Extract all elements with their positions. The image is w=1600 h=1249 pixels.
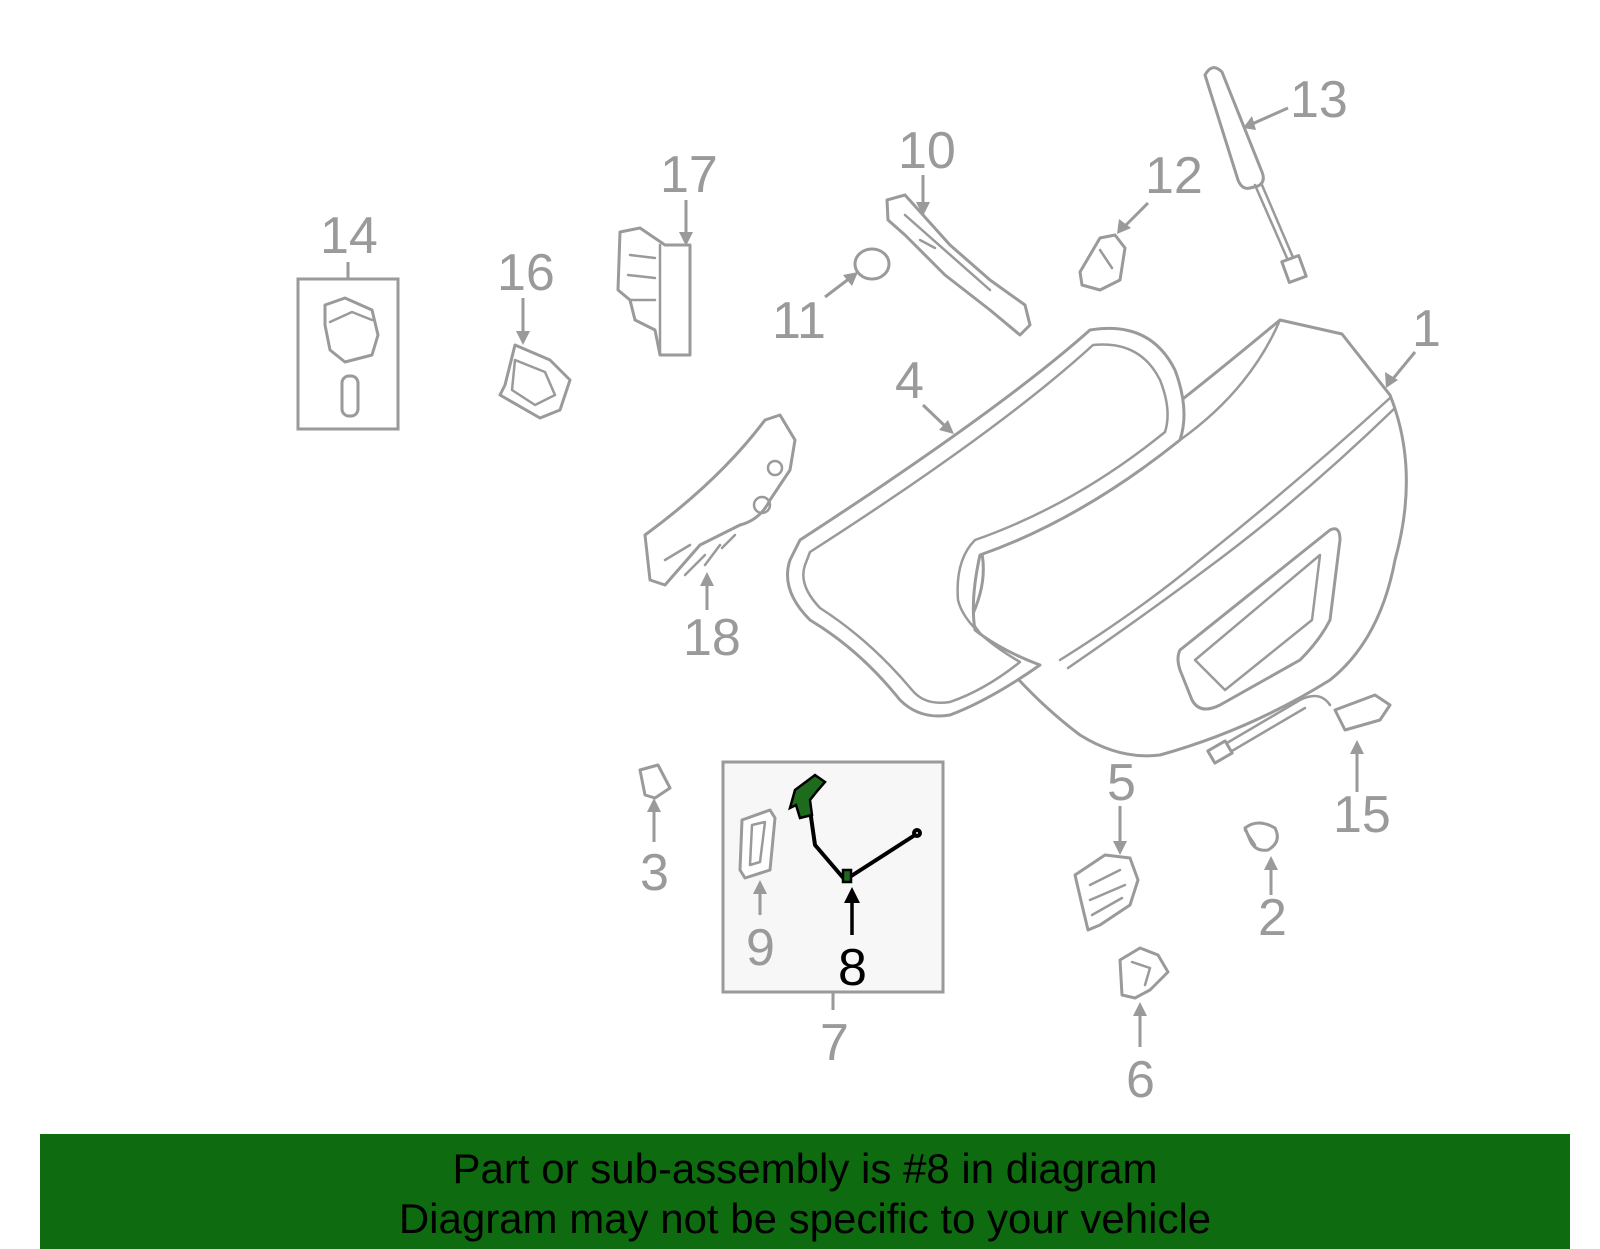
- leader-8-highlighted: [844, 887, 860, 935]
- callout-6: 6: [1126, 1051, 1155, 1109]
- callout-4: 4: [895, 352, 924, 410]
- callout-11: 11: [772, 292, 826, 350]
- part-16-bracket[interactable]: [498, 343, 572, 420]
- callout-18: 18: [683, 609, 741, 667]
- callout-3: 3: [640, 844, 669, 902]
- part-4-inner-panel[interactable]: [786, 326, 1186, 718]
- part-8-release-cable[interactable]: [788, 773, 922, 884]
- callout-12: 12: [1145, 147, 1203, 205]
- callout-10: 10: [898, 122, 956, 180]
- part-15-switch[interactable]: [1206, 693, 1392, 765]
- callout-13: 13: [1290, 71, 1348, 129]
- part-2-push-pin[interactable]: [1243, 821, 1279, 852]
- part-7-handle-group[interactable]: [721, 760, 945, 994]
- part-14-socket-assembly[interactable]: [296, 277, 400, 431]
- part-5-lock-actuator[interactable]: [1073, 853, 1140, 932]
- callout-16: 16: [497, 244, 555, 302]
- banner-line-1: Part or sub-assembly is #8 in diagram: [452, 1145, 1158, 1192]
- callout-17: 17: [660, 146, 718, 204]
- leader-lines: [346, 106, 1417, 1047]
- part-17-hinge[interactable]: [616, 226, 692, 357]
- part-6-latch[interactable]: [1118, 946, 1170, 1000]
- callout-9: 9: [746, 919, 775, 977]
- part-11-plug[interactable]: [853, 247, 891, 281]
- part-3-clip[interactable]: [638, 763, 672, 800]
- callout-14: 14: [320, 207, 378, 265]
- callout-8: 8: [838, 939, 867, 997]
- callout-5: 5: [1107, 754, 1136, 812]
- part-18-hinge-bracket[interactable]: [643, 413, 797, 587]
- callout-2: 2: [1258, 889, 1287, 947]
- part-9-pad[interactable]: [738, 808, 777, 880]
- part-10-reinforcement[interactable]: [885, 193, 1032, 337]
- part-12-bumper[interactable]: [1078, 233, 1127, 292]
- callout-15: 15: [1333, 786, 1391, 844]
- info-banner: Part or sub-assembly is #8 in diagram Di…: [40, 1134, 1570, 1249]
- callout-7: 7: [820, 1014, 849, 1072]
- banner-line-2: Diagram may not be specific to your vehi…: [398, 1195, 1212, 1242]
- part-13-gas-strut[interactable]: [1203, 66, 1308, 284]
- callout-1: 1: [1412, 300, 1441, 358]
